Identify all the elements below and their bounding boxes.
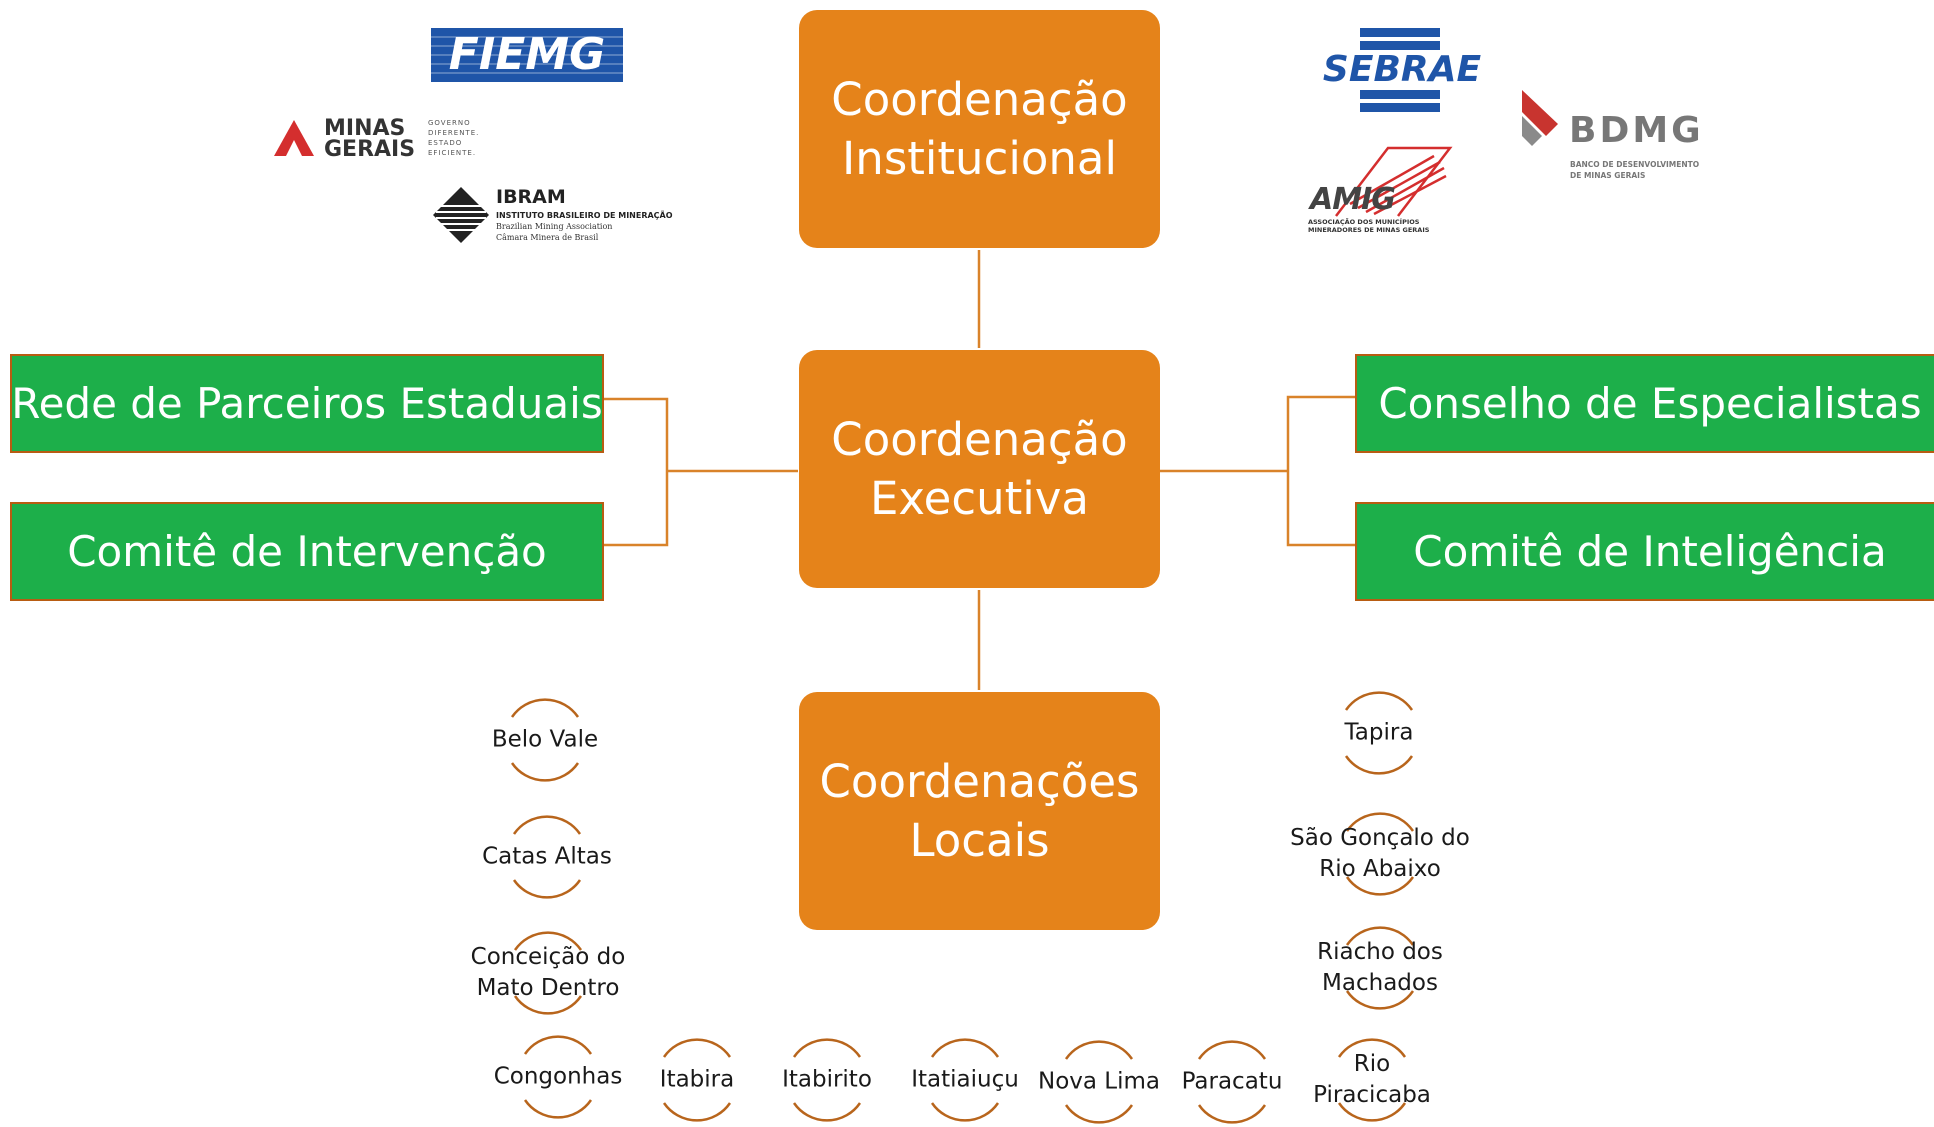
fiemg-logo: FIEMG [431,28,623,82]
minas-gerais-triangle-icon [274,120,314,156]
city-arc-icon [513,931,583,1015]
ibram-diamond-icon [433,187,489,243]
city-label: Catas Altas [482,843,612,870]
city-label: Nova Lima [1038,1068,1160,1095]
amig-stripes-icon [1335,146,1453,217]
amig-logo: AMIG ASSOCIAÇÃO DOS MUNICÍPIOS MINERADOR… [1306,146,1456,236]
bdmg-logo-line1: BANCO DE DESENVOLVIMENTO [1570,160,1700,169]
comite-intervencao-label: Comitê de Intervenção [67,527,547,576]
city-arc-icon [523,1035,593,1119]
bdmg-logo-text: BDMG [1569,110,1704,151]
coordenacao-institucional-box: Coordenação Institucional [799,10,1160,248]
comite-intervencao-box: Comitê de Intervenção [10,502,604,601]
city-label: Tapira [1344,719,1414,746]
sebrae-logo-mark [1360,28,1440,112]
coordenacao-institucional-label: Coordenação Institucional [831,73,1128,185]
amig-logo-line1: ASSOCIAÇÃO DOS MUNICÍPIOS [1308,218,1420,226]
minas-gerais-tagline: GOVERNO DIFERENTE. ESTADO EFICIENTE. [428,119,480,157]
ibram-logo-title: IBRAM [496,186,566,208]
city-arc-icon [1345,926,1415,1010]
city-label: Rio Piracicaba [1313,1051,1431,1108]
conselho-especialistas-label: Conselho de Especialistas [1378,379,1922,428]
ibram-logo-line2: Brazilian Mining Association [496,222,613,231]
city-label: Itabirito [782,1066,872,1093]
connector-left-bracket [603,397,669,547]
city-label: Congonhas [493,1063,623,1090]
minas-gerais-logo: MINAS GERAIS GOVERNO DIFERENTE. ESTADO E… [272,116,492,162]
city-label: Belo Vale [491,726,599,753]
city-label: São Gonçalo do Rio Abaixo [1290,825,1470,882]
city-arc-icon [510,698,580,782]
city-label: Riacho dos Machados [1317,939,1443,996]
coordenacoes-locais-label: Coordenações Locais [819,755,1140,867]
rede-parceiros-estaduais-label: Rede de Parceiros Estaduais [11,379,603,428]
conselho-especialistas-box: Conselho de Especialistas [1355,354,1934,453]
city-arc-icon [512,815,582,899]
city-label: Itatiaiuçu [911,1066,1019,1093]
amig-logo-text: AMIG [1310,182,1396,217]
ibram-logo: IBRAM INSTITUTO BRASILEIRO DE MINERAÇÃO … [428,182,678,248]
bdmg-logo-line2: DE MINAS GERAIS [1570,171,1646,180]
bdmg-logo: BDMG BANCO DE DESENVOLVIMENTO DE MINAS G… [1520,90,1720,186]
coordenacao-executiva-box: Coordenação Executiva [799,350,1160,588]
coordenacao-executiva-label: Coordenação Executiva [831,413,1128,525]
minas-gerais-line2: GERAIS [324,137,416,162]
minas-gerais-line1: MINAS [324,116,406,141]
rede-parceiros-estaduais-box: Rede de Parceiros Estaduais [10,354,604,453]
bdmg-chevron-icon [1522,90,1558,146]
city-label: Conceição do Mato Dentro [470,944,626,1001]
ibram-logo-line3: Câmara Minera de Brasil [496,233,599,242]
fiemg-logo-mark [431,28,623,82]
comite-inteligencia-label: Comitê de Inteligência [1413,527,1887,576]
city-arc-icon [1344,691,1414,775]
fiemg-logo-text: FIEMG [448,29,606,80]
comite-inteligencia-box: Comitê de Inteligência [1355,502,1934,601]
city-label: Itabira [659,1066,735,1093]
ibram-logo-line1: INSTITUTO BRASILEIRO DE MINERAÇÃO [496,211,673,220]
sebrae-logo-text: SEBRAE [1322,49,1482,90]
city-arc-icon [1345,812,1415,896]
amig-logo-line2: MINERADORES DE MINAS GERAIS [1308,226,1430,234]
connector-right-bracket [1286,395,1356,547]
city-label: Paracatu [1181,1068,1283,1095]
sebrae-logo: SEBRAE [1312,28,1492,116]
coordenacoes-locais-box: Coordenações Locais [799,692,1160,930]
